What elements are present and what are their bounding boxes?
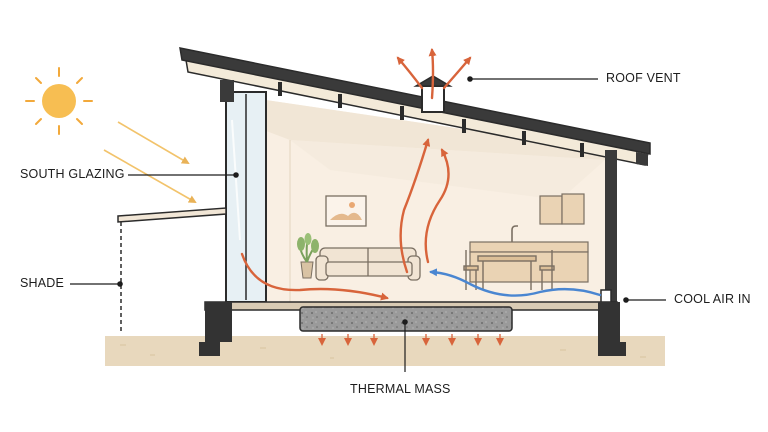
warm-air-arrows (240, 48, 472, 301)
plant (297, 233, 319, 279)
thermal-mass-slab (299, 306, 513, 332)
north-wall (605, 150, 617, 302)
sun-rays (103, 121, 197, 203)
cool-air-arrow (429, 268, 602, 297)
leader-lines (70, 76, 666, 372)
sofa (315, 247, 421, 281)
sun-icon (25, 67, 93, 135)
roof (179, 47, 651, 155)
foundation-left (199, 302, 232, 356)
label-south-glazing: SOUTH GLAZING (20, 167, 125, 181)
glazing-header (220, 80, 234, 102)
ceiling (232, 95, 605, 160)
heat-down-arrows (318, 334, 504, 346)
label-cool-air-in: COOL AIR IN (674, 292, 751, 306)
label-roof-vent: ROOF VENT (606, 71, 681, 85)
ground-texture (120, 344, 646, 359)
gutter (636, 152, 648, 166)
foundation-right (598, 302, 626, 356)
ground (105, 336, 665, 366)
label-shade: SHADE (20, 276, 65, 290)
kitchen-faucet (511, 225, 518, 242)
rafters (278, 82, 584, 157)
glazing-reflection (231, 119, 241, 241)
label-thermal-mass: THERMAL MASS (350, 382, 451, 396)
wall-picture (325, 195, 367, 227)
shade-overhang (117, 207, 227, 223)
